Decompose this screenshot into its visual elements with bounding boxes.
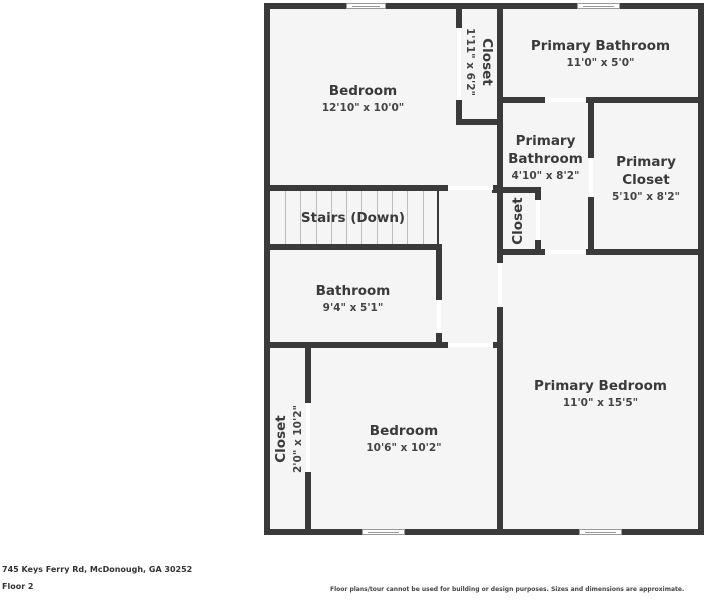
doorway [545,98,586,102]
wall-left [264,3,270,535]
doorway [448,186,493,190]
doorway [536,200,540,240]
doorway [437,300,441,333]
room-name-line1: Primary [515,132,576,149]
room-dimensions: 4'10" x 8'2" [511,169,580,182]
wall-pbath1-bottom-right [586,97,704,103]
room-closet-1: Closet 1'11" x 6'2" [463,22,497,102]
doorway [306,403,310,472]
room-primary-bathroom-2: Primary Bathroom 4'10" x 8'2" [503,130,588,184]
wall-closet1-left-lower [456,100,462,125]
room-dimensions: 9'4" x 5'1" [322,301,384,314]
room-bathroom: Bathroom 9'4" x 5'1" [270,280,436,316]
wall-closet2-right-upper [535,187,541,200]
wall-center-upper [497,3,503,263]
room-name: Primary Bathroom [530,37,671,54]
wall-closet1-left-upper [456,3,462,28]
room-dimensions: 2'0" x 10'2" [291,405,304,473]
room-stairs: Stairs (Down) [270,208,436,228]
room-name-line2: Closet [622,171,670,188]
stair-tread [361,191,362,244]
stair-tread [316,191,317,244]
window [362,529,405,535]
stair-tread [392,191,393,244]
wall-center-lower [497,307,503,535]
room-primary-bathroom-1: Primary Bathroom 11'0" x 5'0" [503,35,698,71]
wall-pcloset-left-upper [588,97,594,158]
stair-tread [331,191,332,244]
room-dimensions: 5'10" x 8'2" [612,190,680,203]
stair-tread [377,191,378,244]
room-dimensions: 10'6" x 10'2" [366,441,442,454]
window [579,529,622,535]
wall-pcloset-left-lower [588,197,594,255]
stair-edge [437,191,439,244]
wall-stub [493,342,503,348]
room-dimensions: 1'11" x 6'2" [464,28,477,96]
window [346,3,386,9]
wall-closet2-right-lower [535,240,541,255]
room-primary-bedroom: Primary Bedroom 11'0" x 15'5" [503,375,698,411]
wall-closet2-top [492,187,541,193]
wall-closet3-right-upper [305,342,311,403]
window [577,3,620,9]
disclaimer: Floor plans/tour cannot be used for buil… [330,586,685,593]
stair-tread [346,191,347,244]
stair-tread [285,191,286,244]
wall-right [698,3,704,535]
room-name: Closet [272,415,289,463]
doorway [545,250,586,254]
stair-tread [407,191,408,244]
wall-bedroom1-bottom [264,185,448,191]
wall-bathroom-bottom [264,342,448,348]
wall-pbath2-bottom [497,249,545,255]
floor-label: Floor 2 [2,582,34,591]
room-name: Bedroom [328,82,398,99]
room-dimensions: 11'0" x 5'0" [566,56,635,69]
stair-tread [423,191,424,244]
wall-bathroom-right-lower [436,333,442,348]
room-bedroom-1: Bedroom 12'10" x 10'0" [270,80,456,116]
room-primary-closet: Primary Closet 5'10" x 8'2" [594,151,698,205]
room-name: Closet [479,38,496,86]
room-name-line1: Primary [616,153,676,170]
wall-top [264,3,704,9]
doorway [448,343,493,347]
room-dimensions: 11'0" x 15'5" [562,396,639,409]
room-name: Bedroom [369,422,439,439]
room-name-line2: Bathroom [508,150,583,167]
room-name: Stairs (Down) [300,210,406,226]
doorway [498,263,502,307]
room-closet-3: Closet 2'0" x 10'2" [271,389,305,489]
wall-stairs-bottom [264,244,442,250]
wall-pbath1-bottom-left [497,97,545,103]
room-dimensions: 12'10" x 10'0" [321,101,405,114]
room-name: Closet [510,197,526,245]
wall-closet1-bottom [456,119,503,125]
doorway [589,158,593,197]
property-address: 745 Keys Ferry Rd, McDonough, GA 30252 [2,565,193,574]
floor-area [264,3,704,535]
stair-tread [300,191,301,244]
doorway [457,28,461,100]
wall-bathroom-right-upper [436,244,442,300]
room-closet-2: Closet [508,191,528,251]
room-name: Primary Bedroom [534,377,667,394]
room-name: Bathroom [315,282,391,299]
wall-closet3-right-lower [305,472,311,535]
room-bedroom-2: Bedroom 10'6" x 10'2" [311,420,497,456]
wall-pcloset-bottom [586,249,704,255]
wall-bottom [264,529,704,535]
floor-plan: Bedroom 12'10" x 10'0" Closet 1'11" x 6'… [264,3,704,535]
